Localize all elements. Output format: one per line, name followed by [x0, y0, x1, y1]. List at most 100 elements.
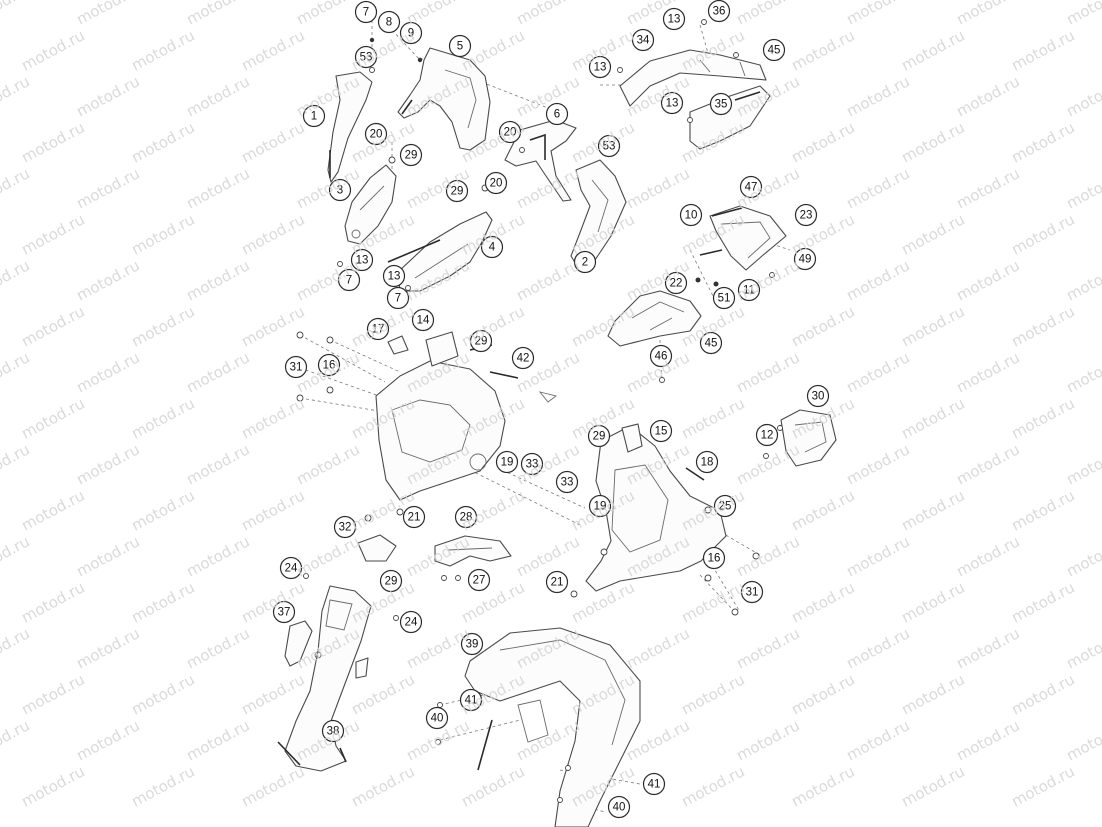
- callout-label: 41: [465, 695, 478, 707]
- callout-label: 13: [356, 255, 369, 267]
- watermark-text: motod.ru: [953, 716, 1022, 764]
- watermark-text: motod.ru: [1063, 0, 1102, 29]
- watermark-text: motod.ru: [73, 348, 142, 396]
- watermark-text: motod.ru: [128, 302, 197, 350]
- watermark-text: motod.ru: [1063, 348, 1102, 396]
- callout-40: 40: [425, 706, 449, 730]
- watermark-text: motod.ru: [0, 348, 33, 396]
- callout-circle: [642, 772, 666, 796]
- callout-circle: [302, 104, 326, 128]
- callout-circle: [794, 203, 818, 227]
- watermark-text: motod.ru: [788, 118, 857, 166]
- watermark-text: motod.ru: [843, 624, 912, 672]
- callout-circle: [445, 179, 469, 203]
- part-5-panel: [397, 47, 491, 151]
- callout-13: 13: [382, 264, 406, 288]
- callout-circle: [498, 120, 522, 144]
- callout-label: 47: [745, 182, 758, 194]
- callout-label: 9: [408, 28, 414, 40]
- watermark-text: motod.ru: [18, 578, 87, 626]
- callout-13: 13: [588, 55, 612, 79]
- part-39-front-fender: [464, 627, 641, 827]
- callout-33: 33: [555, 470, 579, 494]
- watermark-text: motod.ru: [733, 348, 802, 396]
- callout-label: 4: [489, 242, 496, 254]
- watermark-text: motod.ru: [513, 532, 582, 580]
- callout-45: 45: [762, 38, 786, 62]
- callout-circle: [806, 384, 830, 408]
- watermark-text: motod.ru: [1008, 394, 1077, 442]
- callout-label: 38: [327, 726, 340, 738]
- callout-label: 19: [501, 457, 514, 469]
- watermark-text: motod.ru: [898, 670, 967, 718]
- callout-circle: [649, 419, 673, 443]
- callout-label: 13: [668, 14, 681, 26]
- callout-32: 32: [333, 515, 357, 539]
- watermark-text: motod.ru: [843, 72, 912, 120]
- callout-49: 49: [793, 247, 817, 271]
- callout-circle: [755, 423, 779, 447]
- callout-circle: [354, 0, 378, 24]
- callout-31: 31: [284, 355, 308, 379]
- callout-label: 24: [405, 617, 418, 629]
- callout-51: 51: [712, 286, 736, 310]
- watermark-text: motod.ru: [898, 26, 967, 74]
- watermark-text: motod.ru: [953, 256, 1022, 304]
- part-34-35-grab-handle: [619, 49, 771, 150]
- callout-4: 4: [480, 235, 504, 259]
- watermark-text: motod.ru: [788, 26, 857, 74]
- part-1-strip: [327, 71, 373, 183]
- watermark-text: motod.ru: [953, 440, 1022, 488]
- callout-19: 19: [495, 450, 519, 474]
- callout-label: 53: [360, 52, 373, 64]
- callout-circle: [702, 546, 726, 570]
- callout-label: 20: [370, 129, 383, 141]
- callout-40: 40: [607, 795, 631, 819]
- watermark-text: motod.ru: [843, 164, 912, 212]
- callout-circle: [399, 610, 423, 634]
- watermark-text: motod.ru: [898, 118, 967, 166]
- callout-23: 23: [794, 203, 818, 227]
- callout-label: 34: [637, 35, 650, 47]
- watermark-text: motod.ru: [128, 486, 197, 534]
- watermark-text: motod.ru: [293, 0, 362, 29]
- watermark-text: motod.ru: [953, 624, 1022, 672]
- callout-label: 13: [666, 98, 679, 110]
- callout-3: 3: [328, 178, 352, 202]
- watermark-text: motod.ru: [1008, 302, 1077, 350]
- watermark-text: motod.ru: [73, 0, 142, 29]
- watermark-text: motod.ru: [183, 256, 252, 304]
- callout-label: 16: [323, 360, 336, 372]
- callout-circle: [545, 570, 569, 594]
- watermark-text: motod.ru: [953, 72, 1022, 120]
- watermark-text: motod.ru: [843, 532, 912, 580]
- callout-circle: [399, 143, 423, 167]
- callout-circle: [793, 247, 817, 271]
- callout-13: 13: [350, 248, 374, 272]
- callout-7: 7: [386, 286, 410, 310]
- callout-20: 20: [498, 120, 522, 144]
- callout-33: 33: [520, 452, 544, 476]
- watermark-text: motod.ru: [18, 394, 87, 442]
- callout-7: 7: [354, 0, 378, 24]
- callout-label: 46: [655, 351, 668, 363]
- callout-29: 29: [587, 424, 611, 448]
- callout-label: 49: [799, 254, 812, 266]
- callout-label: 30: [812, 391, 825, 403]
- callout-circle: [467, 568, 491, 592]
- callout-label: 51: [718, 293, 731, 305]
- callout-label: 33: [561, 477, 574, 489]
- watermark-text: motod.ru: [183, 72, 252, 120]
- watermark-text: motod.ru: [293, 532, 362, 580]
- callout-label: 25: [719, 501, 732, 513]
- callout-53: 53: [354, 45, 378, 69]
- callout-label: 32: [339, 522, 352, 534]
- callout-16: 16: [317, 353, 341, 377]
- callout-circle: [328, 178, 352, 202]
- callout-7: 7: [337, 268, 361, 292]
- watermark-text: motod.ru: [458, 762, 527, 810]
- watermark-text: motod.ru: [128, 26, 197, 74]
- callout-label: 53: [603, 141, 616, 153]
- callout-label: 3: [337, 185, 343, 197]
- callout-circle: [279, 556, 303, 580]
